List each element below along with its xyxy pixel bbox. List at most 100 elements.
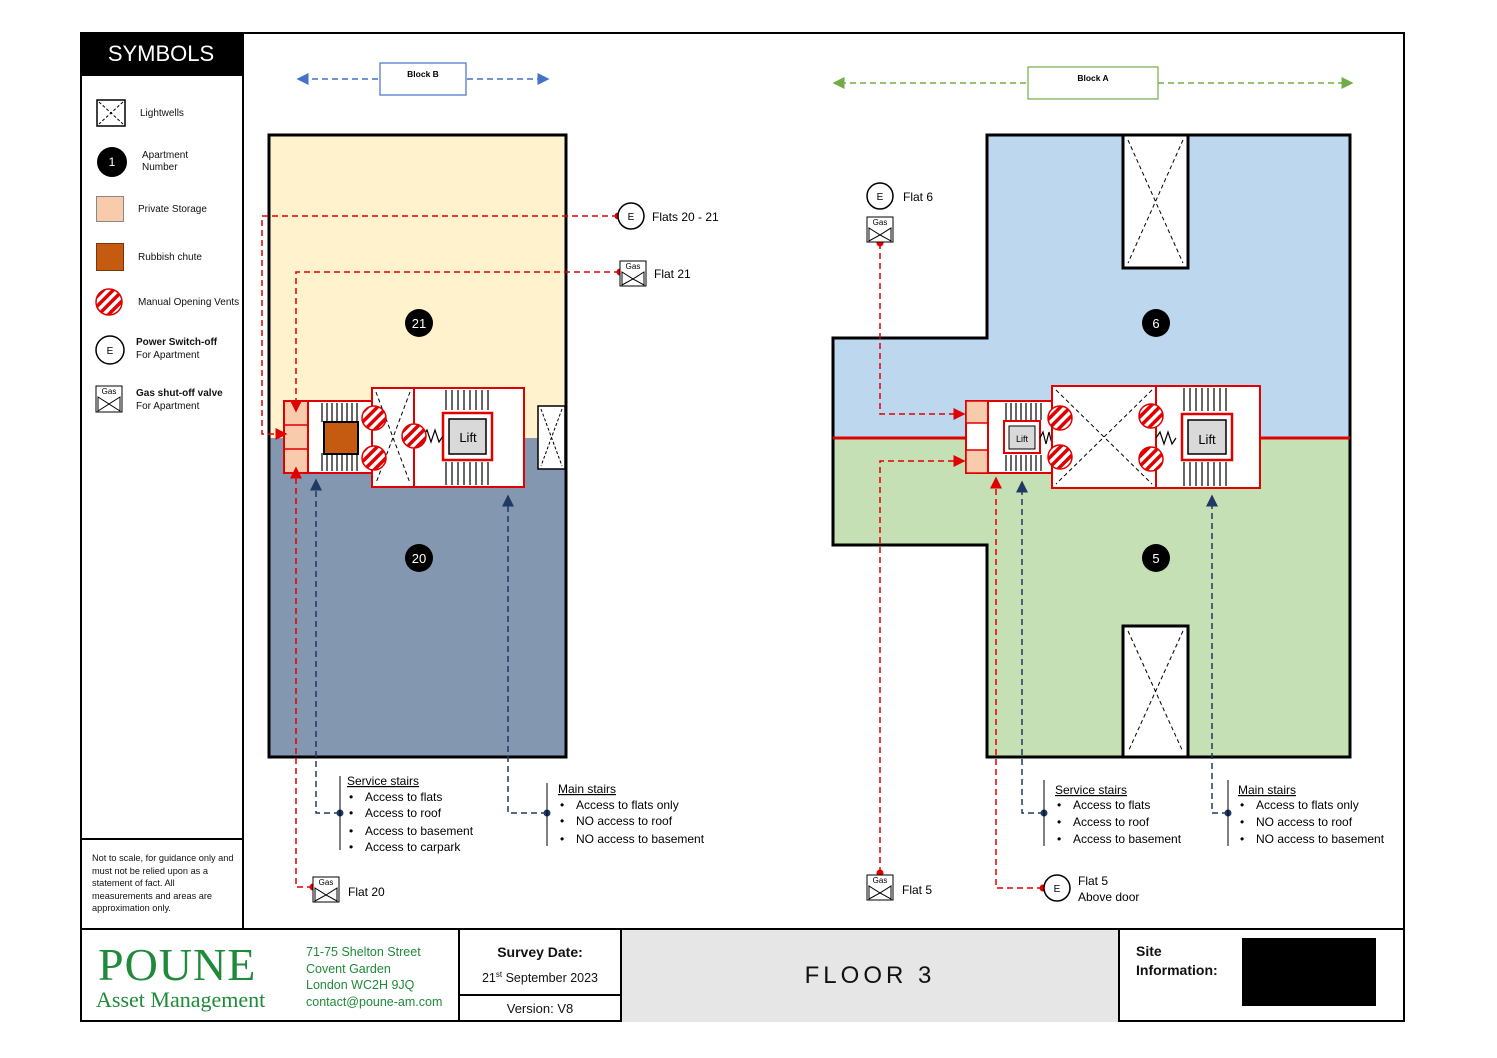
- svg-text:Gas: Gas: [319, 878, 334, 887]
- legend-label-private-storage: Private Storage: [138, 204, 207, 215]
- flat-5-gas-label: Flat 5: [902, 883, 932, 897]
- svg-text:Access to roof: Access to roof: [1073, 815, 1150, 829]
- survey-date-title: Survey Date:: [497, 944, 583, 960]
- vent-icon: [1047, 444, 1073, 470]
- manual-vent-icon: [95, 288, 123, 316]
- flat-20-label: Flat 20: [348, 885, 385, 899]
- svg-text:NO access to basement: NO access to basement: [576, 832, 705, 846]
- flat-6-label: Flat 6: [903, 190, 933, 204]
- company-logo: POUNE: [98, 939, 257, 990]
- block-a-lift: [1187, 419, 1227, 455]
- block-a-lightwell-top: [1121, 133, 1190, 270]
- block-a-service-stairs-note: Service stairs • Access to flats • Access …: [1043, 780, 1182, 846]
- svg-text:•: •: [349, 806, 353, 820]
- svg-text:Main stairs: Main stairs: [1238, 783, 1296, 797]
- svg-text:•: •: [349, 840, 353, 854]
- block-b-main-stairs-note: Main stairs • Access to flats only • NO ac…: [546, 782, 705, 846]
- svg-text:Lift: Lift: [1016, 434, 1029, 444]
- legend-label-power-title: Power Switch-off: [136, 337, 218, 348]
- svg-text:Access to roof: Access to roof: [365, 806, 442, 820]
- power-switch-flat-6-icon: [866, 182, 894, 210]
- svg-text:E: E: [877, 192, 884, 203]
- vent-icon: [1047, 405, 1073, 431]
- gas-valve-flat-21-icon: Gas: [619, 260, 647, 287]
- company-logo-subtitle: Asset Management: [96, 987, 266, 1012]
- apartment-6-area: [833, 135, 1350, 438]
- lightwell-icon: [96, 99, 126, 127]
- block-b-lift-label: Lift: [459, 430, 477, 445]
- svg-text:1: 1: [109, 155, 116, 169]
- rubbish-chute-swatch: [96, 243, 124, 271]
- floor-title: FLOOR 3: [622, 930, 1120, 1022]
- svg-text:E: E: [628, 212, 635, 223]
- svg-text:21: 21: [412, 316, 426, 331]
- svg-text:NO access to roof: NO access to roof: [576, 814, 673, 828]
- block-a-main-stairs-note: Main stairs •Access to flats only •NO ac…: [1227, 780, 1385, 846]
- legend-label-power-sub: For Apartment: [136, 350, 200, 361]
- svg-text:•: •: [1240, 798, 1244, 812]
- company-address: 71-75 Shelton Street Covent Garden Londo…: [306, 945, 443, 1009]
- svg-text:•: •: [560, 832, 564, 846]
- legend-label-gas-title: Gas shut-off valve: [136, 388, 223, 399]
- svg-text:Gas: Gas: [873, 218, 888, 227]
- svg-text:Access to flats: Access to flats: [365, 790, 442, 804]
- apartment-21-badge: [405, 309, 433, 337]
- flats-20-21-label: Flats 20 - 21: [652, 210, 719, 224]
- apartment-20-area: [269, 438, 566, 757]
- svg-text:•: •: [1057, 798, 1061, 812]
- svg-text:5: 5: [1152, 551, 1159, 566]
- flat-21-label: Flat 21: [654, 267, 691, 281]
- svg-text:Service stairs: Service stairs: [1055, 783, 1127, 797]
- svg-text:E: E: [107, 346, 114, 357]
- svg-text:E: E: [1054, 884, 1061, 895]
- svg-text:Access to basement: Access to basement: [1073, 832, 1182, 846]
- apartment-5-area: [833, 438, 1350, 757]
- apartment-number-icon: 1: [97, 147, 127, 177]
- gas-valve-flat-20-icon: Gas: [312, 876, 340, 903]
- apartment-5-badge: [1142, 544, 1170, 572]
- block-a-service-lift: [1008, 425, 1036, 450]
- block-a-private-storage: [965, 449, 989, 474]
- svg-text:•: •: [1240, 815, 1244, 829]
- apartment-20-badge: [405, 544, 433, 572]
- legend-label-gas-sub: For Apartment: [136, 401, 200, 412]
- block-b-service-stairs-note: Service stairs •Access to flats •Access …: [339, 774, 474, 854]
- survey-date-value: 21st September 2023: [481, 970, 599, 986]
- svg-text:•: •: [1057, 832, 1061, 846]
- svg-text:Access to flats: Access to flats: [1073, 798, 1150, 812]
- svg-text:Access to flats only: Access to flats only: [576, 798, 679, 812]
- vent-icon: [361, 445, 387, 471]
- apartment-6-badge: [1142, 309, 1170, 337]
- vent-icon: [401, 423, 427, 449]
- power-switch-flats-20-21-icon: [617, 202, 645, 230]
- svg-text:20: 20: [412, 551, 426, 566]
- above-door-label: Above door: [1078, 890, 1139, 904]
- private-storage-swatch: [96, 196, 124, 222]
- legend-title: SYMBOLS: [80, 32, 242, 76]
- block-a-outline: [831, 133, 1352, 759]
- svg-text:•: •: [349, 824, 353, 838]
- legend-label-apartment-number: Apartment Number: [142, 150, 189, 173]
- svg-text:•: •: [1240, 832, 1244, 846]
- block-b-indicator: Block B: [296, 62, 550, 96]
- legend-label-lightwells: Lightwells: [140, 108, 184, 119]
- title-block: POUNE Asset Management 71-75 Shelton Str…: [80, 928, 1405, 1022]
- power-switch-icon: E: [95, 335, 125, 365]
- svg-text:Gas: Gas: [873, 876, 888, 885]
- symbols-legend: SYMBOLS Lightwells 1 Apartment Number Pr…: [80, 32, 244, 929]
- version-label: Version: V8: [460, 994, 620, 1022]
- svg-text:Access to flats only: Access to flats only: [1256, 798, 1359, 812]
- disclaimer-note: Not to scale, for guidance only and must…: [92, 853, 234, 913]
- legend-label-rubbish-chute: Rubbish chute: [138, 252, 202, 263]
- svg-text:Gas: Gas: [102, 387, 117, 396]
- block-a-label: Block A: [1077, 73, 1108, 83]
- vent-icon: [361, 405, 387, 431]
- svg-text:•: •: [1057, 815, 1061, 829]
- gas-valve-icon: Gas: [95, 385, 123, 413]
- contact-email: contact@poune-am.com: [306, 994, 443, 1009]
- svg-text:Main stairs: Main stairs: [558, 782, 616, 796]
- block-b-outline: [267, 133, 568, 759]
- svg-text:•: •: [560, 814, 564, 828]
- block-b-private-storage: [283, 400, 309, 474]
